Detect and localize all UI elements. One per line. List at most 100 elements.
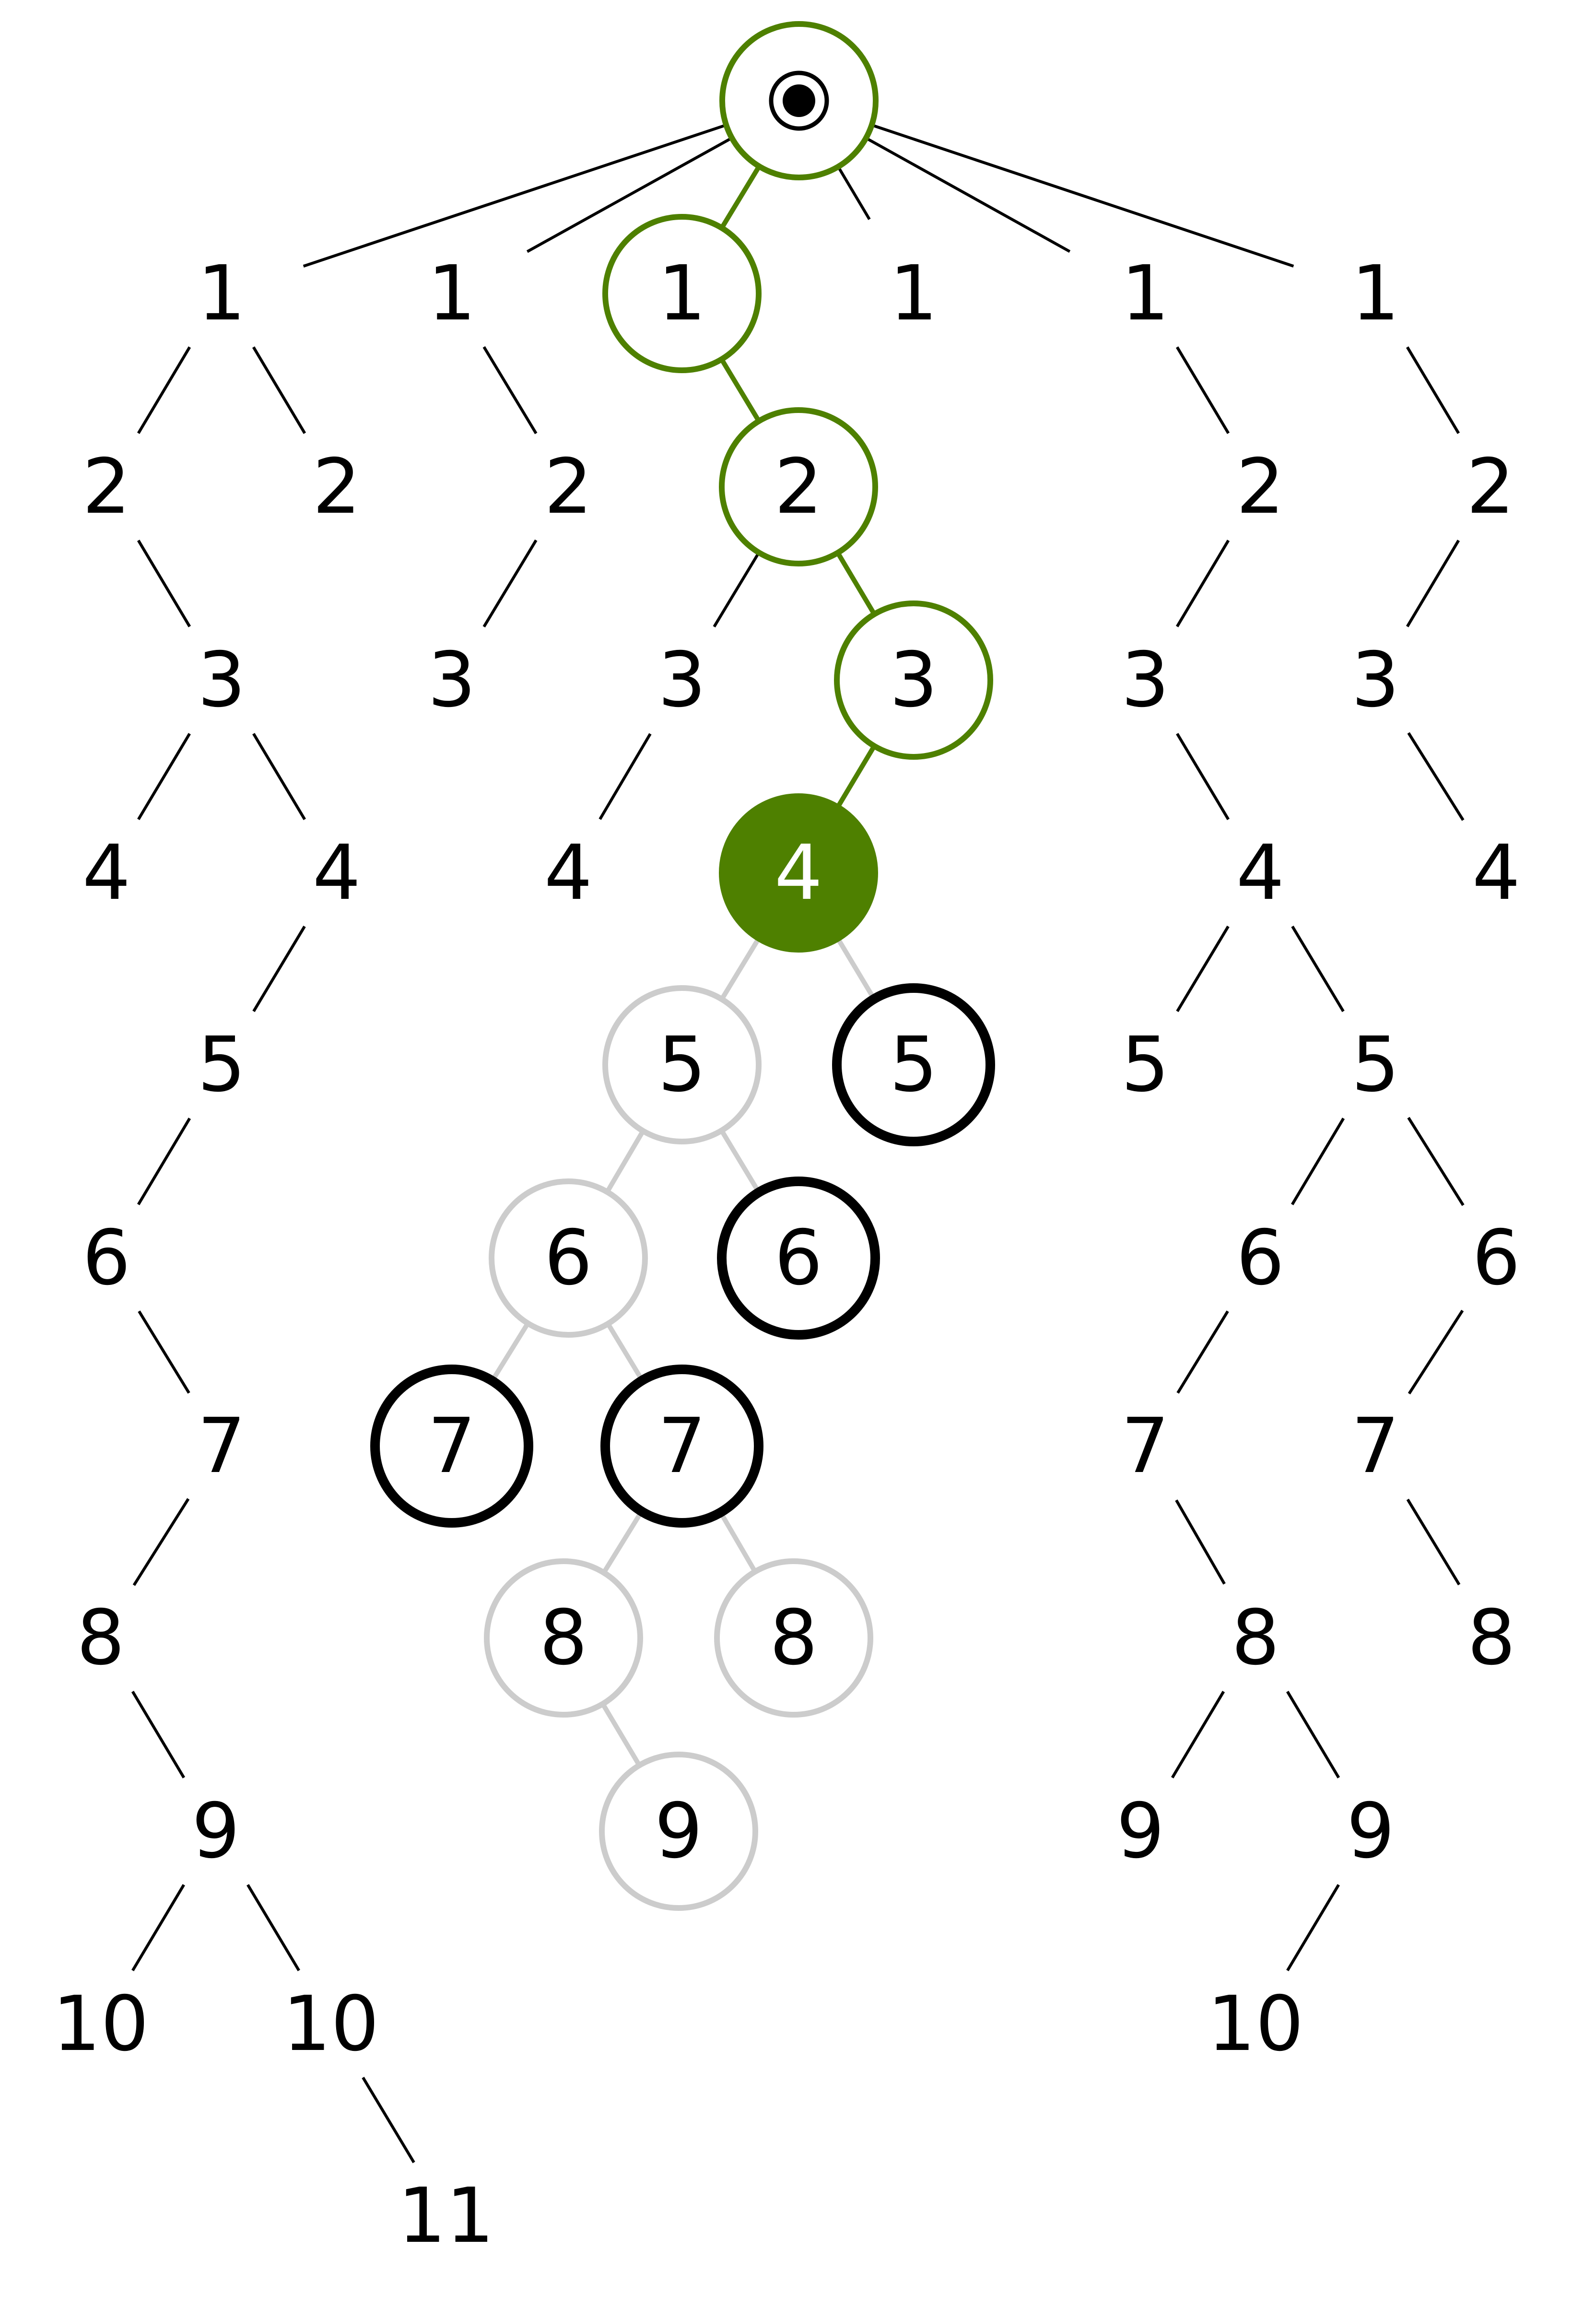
node-a5: 5	[198, 1021, 246, 1109]
node-b9: 9	[599, 1752, 758, 1911]
edge-b6-b7	[490, 1322, 530, 1382]
node-circle-b7	[370, 1365, 533, 1528]
node-circle-c5	[602, 985, 762, 1144]
node-label-b7: 7	[428, 1402, 476, 1490]
node-a6: 6	[82, 1214, 131, 1302]
edge-a2-a3	[137, 540, 191, 627]
node-e4: 4	[1236, 829, 1285, 917]
edge-e8-e9	[1171, 1691, 1225, 1778]
node-circle-d2	[719, 407, 878, 566]
edge-b4-a5	[252, 925, 306, 1013]
node-label-d2: 2	[775, 443, 823, 531]
edge-root-n1b	[526, 137, 733, 253]
node-label-b9: 9	[655, 1787, 703, 1875]
node-label-b2: 2	[313, 443, 361, 531]
edge-a5-a6	[137, 1118, 191, 1205]
node-label-n1b: 1	[428, 249, 476, 338]
edge-e6-e7	[1176, 1310, 1229, 1394]
node-b10: 10	[282, 1980, 379, 2068]
node-b8: 8	[484, 1558, 643, 1718]
node-label-c2: 2	[544, 443, 593, 531]
node-label-a8: 8	[77, 1594, 125, 1682]
node-d2: 2	[719, 407, 878, 566]
node-d4: 4	[719, 793, 878, 953]
node-c6: 6	[717, 1177, 880, 1340]
node-label-a3: 3	[198, 636, 246, 724]
edge-root-n1d	[837, 165, 871, 220]
edge-n1c-d2	[719, 358, 761, 423]
edge-d2-c3	[713, 552, 760, 628]
node-label-b3: 3	[428, 636, 476, 724]
node-label-e4: 4	[1236, 829, 1285, 917]
node-label-a9: 9	[192, 1787, 240, 1875]
edge-n1a-a2	[137, 346, 191, 434]
node-label-e10: 10	[1207, 1980, 1303, 2068]
node-label-a11: 11	[398, 2172, 494, 2260]
node-c2: 2	[544, 443, 593, 531]
node-b6: 6	[489, 1178, 648, 1338]
node-label-d4: 4	[775, 829, 823, 917]
edge-f7-f8	[1406, 1498, 1461, 1586]
node-e6: 6	[1236, 1214, 1285, 1302]
node-label-f9: 9	[1347, 1787, 1395, 1875]
node-circle-c8	[714, 1558, 873, 1718]
edge-c3-c4	[598, 733, 652, 820]
edge-e3-e4	[1176, 733, 1230, 820]
node-label-b10: 10	[282, 1980, 379, 2068]
node-label-b4: 4	[313, 829, 361, 917]
node-f8: 8	[1467, 1594, 1516, 1682]
tree-edges	[131, 123, 1465, 2164]
node-label-c3: 3	[658, 636, 706, 724]
root-node	[719, 21, 879, 180]
node-label-a4: 4	[82, 829, 131, 917]
node-circle-b6	[489, 1178, 648, 1338]
node-label-c8: 8	[770, 1594, 818, 1682]
node-circle-c6	[717, 1177, 880, 1340]
node-n1a: 1	[198, 249, 246, 338]
edge-d4-d5	[836, 937, 876, 1001]
node-n1f: 1	[1351, 249, 1400, 338]
node-a10: 10	[52, 1980, 149, 2068]
node-a2: 2	[82, 443, 131, 531]
edge-n1b-c2	[482, 346, 538, 435]
node-label-n1f: 1	[1351, 249, 1400, 338]
edge-c5-b6	[605, 1130, 645, 1193]
node-f5: 5	[1351, 1021, 1400, 1109]
edge-a8-a9	[131, 1691, 186, 1778]
edge-a3-a4	[137, 733, 191, 820]
edge-a9-a10	[131, 1884, 185, 1971]
node-a9: 9	[192, 1787, 240, 1875]
edge-b10-a11	[362, 2076, 415, 2164]
node-f3: 3	[1351, 636, 1400, 724]
node-label-a2: 2	[82, 443, 131, 531]
node-label-e5: 5	[1121, 1021, 1170, 1109]
node-label-e9: 9	[1116, 1787, 1165, 1875]
edge-e2-e3	[1175, 540, 1230, 627]
node-label-d3: 3	[890, 636, 938, 724]
node-c3: 3	[658, 636, 706, 724]
node-label-a10: 10	[52, 1980, 149, 2068]
node-n1e: 1	[1121, 249, 1170, 338]
radio-dot-icon	[769, 71, 829, 131]
edge-b8-b9	[600, 1702, 642, 1767]
edge-b6-c7	[606, 1322, 645, 1382]
edge-a9-b10	[246, 1884, 300, 1971]
edge-f6-f7	[1408, 1309, 1464, 1395]
node-label-f8: 8	[1467, 1594, 1516, 1682]
node-f7: 7	[1351, 1402, 1400, 1490]
node-e5: 5	[1121, 1021, 1170, 1109]
node-label-c6: 6	[775, 1214, 823, 1302]
node-label-d5: 5	[890, 1021, 938, 1109]
node-label-a6: 6	[82, 1214, 131, 1302]
node-label-e8: 8	[1232, 1594, 1280, 1682]
node-a3: 3	[198, 636, 246, 724]
edge-e7-e8	[1175, 1499, 1226, 1585]
node-f4: 4	[1472, 829, 1521, 917]
node-f9: 9	[1347, 1787, 1395, 1875]
edge-c2-b3	[482, 539, 538, 628]
node-n1d: 1	[890, 249, 938, 338]
node-label-c5: 5	[658, 1021, 706, 1109]
node-circle-b8	[484, 1558, 643, 1718]
node-circle-n1c	[602, 214, 762, 373]
node-circle-d5	[832, 983, 995, 1146]
